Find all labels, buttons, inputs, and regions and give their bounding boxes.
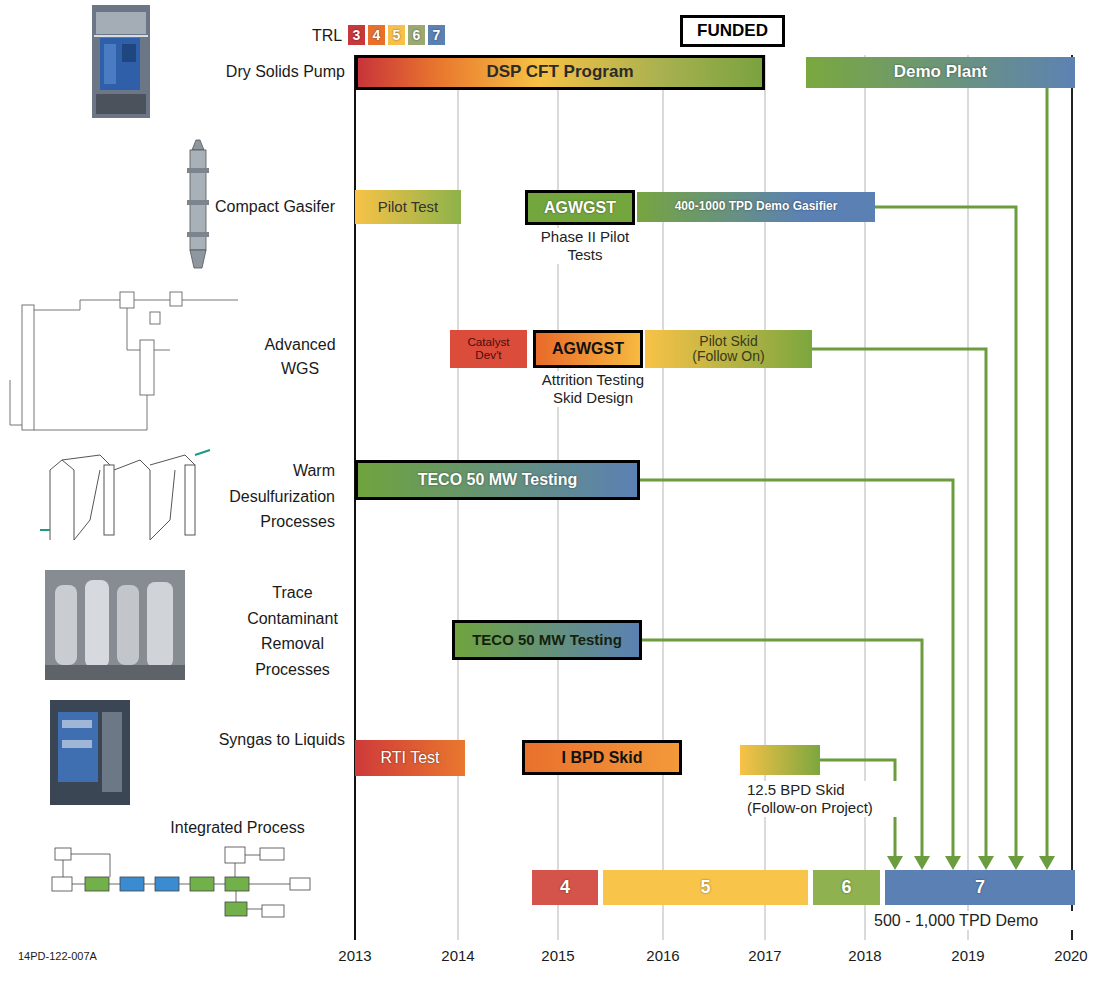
trl-swatch: 4 bbox=[368, 25, 385, 45]
bar-text: AGWGST bbox=[541, 199, 619, 217]
trl-number: 5 bbox=[393, 27, 401, 43]
year-label: 2018 bbox=[835, 947, 895, 965]
timeline-bar: RTI Test bbox=[355, 740, 465, 776]
row-label: Compact Gasifer bbox=[200, 197, 335, 216]
figure-code: 14PD-122-007A bbox=[18, 950, 138, 963]
bar-text: 6 bbox=[838, 878, 854, 898]
year-grid bbox=[355, 55, 1072, 940]
gasifier-drawing bbox=[187, 140, 209, 268]
trl-band: 7500 - 1,000 TPD Demo bbox=[885, 870, 1075, 905]
connector-line bbox=[1046, 88, 1049, 858]
trl-swatch: 6 bbox=[408, 25, 425, 45]
year-label: 2017 bbox=[735, 947, 795, 965]
year-label: 2013 bbox=[325, 947, 385, 965]
bar-caption: 12.5 BPD Skid (Follow-on Project) bbox=[745, 781, 899, 817]
connector-line bbox=[640, 480, 953, 858]
bar-text: 7 bbox=[972, 878, 988, 898]
process-flow-sketch bbox=[52, 847, 310, 917]
pump-photo bbox=[92, 5, 150, 118]
skid-photo bbox=[50, 700, 130, 805]
bar-text: Pilot Test bbox=[375, 199, 442, 216]
row-label: Warm Desulfurization Processes bbox=[205, 458, 335, 535]
bar-text: 5 bbox=[697, 878, 713, 898]
timeline-bar: Pilot Test bbox=[355, 190, 461, 224]
timeline-bar: TECO 50 MW Testing bbox=[355, 460, 640, 500]
trl-number: 6 bbox=[413, 27, 421, 43]
desulfurization-schematic bbox=[40, 450, 210, 540]
connector-arrow bbox=[642, 640, 930, 870]
row-label: Advanced WGS bbox=[255, 333, 345, 381]
bar-text: RTI Test bbox=[378, 749, 443, 767]
timeline-bar: DSP CFT Program bbox=[355, 55, 765, 90]
year-label: 2019 bbox=[938, 947, 998, 965]
timeline-bar: 400-1000 TPD Demo Gasifier bbox=[637, 192, 875, 222]
bar-text: Demo Plant bbox=[891, 63, 991, 82]
arrow-head bbox=[887, 856, 903, 870]
contaminant-photo bbox=[45, 570, 185, 680]
bar-text: I BPD Skid bbox=[559, 749, 646, 767]
row-label: Integrated Process bbox=[165, 818, 310, 837]
trl-number: 4 bbox=[373, 27, 381, 43]
timeline-bar: Demo Plant bbox=[806, 57, 1075, 88]
timeline-bar: Pilot Skid (Follow On) bbox=[645, 330, 812, 368]
trl-number: 7 bbox=[433, 27, 441, 43]
connector-arrow bbox=[875, 207, 1024, 870]
row-label: Trace Contaminant Removal Processes bbox=[240, 580, 345, 682]
timeline-bar: AGWGSTAttrition Testing Skid Design bbox=[533, 330, 643, 368]
connector-arrow bbox=[640, 480, 961, 870]
arrow-head bbox=[914, 856, 930, 870]
arrow-head bbox=[1039, 856, 1055, 870]
bar-caption: Attrition Testing Skid Design bbox=[526, 371, 660, 407]
funded-key-box: FUNDED bbox=[680, 15, 785, 47]
timeline-bar: Catalyst Dev't bbox=[450, 330, 527, 368]
arrow-head bbox=[945, 856, 961, 870]
bar-caption: Phase II Pilot Tests bbox=[538, 228, 632, 264]
bar-text: 4 bbox=[557, 878, 573, 898]
connector-line bbox=[642, 640, 922, 858]
bar-text: DSP CFT Program bbox=[483, 63, 636, 82]
year-label: 2014 bbox=[428, 947, 488, 965]
arrow-head bbox=[1008, 856, 1024, 870]
year-label: 2020 bbox=[1042, 947, 1100, 965]
bar-text: Catalyst Dev't bbox=[451, 336, 526, 362]
wgs-schematic bbox=[10, 292, 238, 430]
connector-arrow bbox=[1039, 88, 1055, 870]
bar-text: AGWGST bbox=[549, 340, 627, 358]
bar-text: 400-1000 TPD Demo Gasifier bbox=[672, 200, 841, 213]
trl-band: 6 bbox=[813, 870, 880, 905]
trl-swatch: 5 bbox=[388, 25, 405, 45]
arrow-head bbox=[978, 856, 994, 870]
trl-band: 5 bbox=[603, 870, 808, 905]
bar-text: Pilot Skid (Follow On) bbox=[673, 334, 784, 365]
timeline-bar: I BPD Skid bbox=[522, 740, 682, 775]
timeline-bar: AGWGSTPhase II Pilot Tests bbox=[525, 190, 635, 225]
trl-swatch: 3 bbox=[348, 25, 365, 45]
year-label: 2016 bbox=[633, 947, 693, 965]
bar-text: TECO 50 MW Testing bbox=[469, 632, 625, 649]
trl-band: 4 bbox=[532, 870, 598, 905]
bar-text: TECO 50 MW Testing bbox=[415, 471, 581, 489]
row-label: Syngas to Liquids bbox=[160, 730, 345, 749]
timeline-bar: TECO 50 MW Testing bbox=[452, 620, 642, 660]
row-label: Dry Solids Pump bbox=[160, 62, 345, 81]
bar-text: FUNDED bbox=[694, 22, 771, 41]
bar-caption: 500 - 1,000 TPD Demo bbox=[872, 911, 1091, 930]
year-label: 2015 bbox=[528, 947, 588, 965]
timeline-bar: 12.5 BPD Skid (Follow-on Project) bbox=[740, 745, 820, 775]
trl-swatch: 7 bbox=[428, 25, 445, 45]
trl-number: 3 bbox=[353, 27, 361, 43]
